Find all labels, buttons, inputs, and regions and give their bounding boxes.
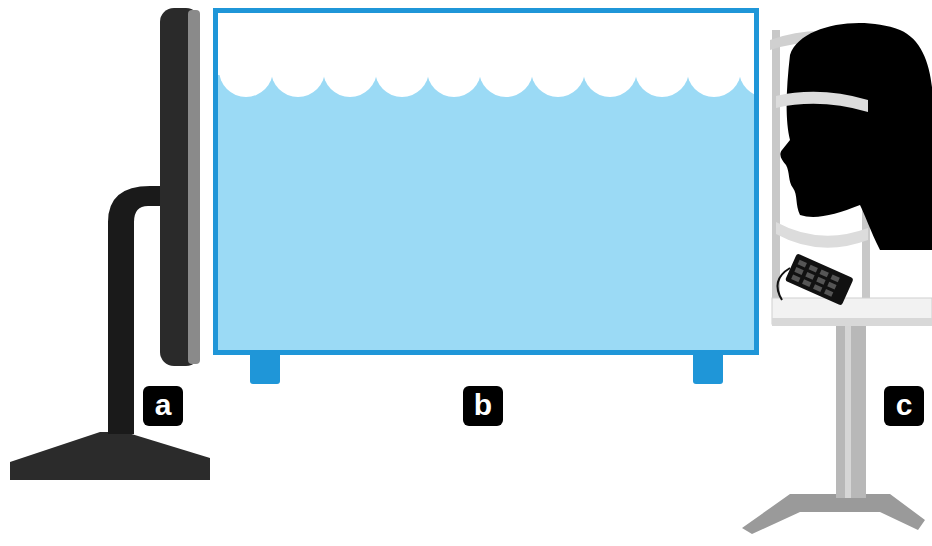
chinrest-column — [836, 326, 866, 498]
callout-letter: c — [884, 386, 924, 426]
tank-outline — [216, 11, 757, 353]
chin-cup — [776, 222, 868, 248]
monitor-screen-edge — [188, 10, 200, 364]
chinrest-pole — [772, 30, 780, 300]
monitor-body — [160, 8, 200, 366]
forehead-rest — [776, 92, 868, 112]
chinrest-base — [742, 494, 925, 534]
water-surface — [218, 13, 754, 97]
head-silhouette — [780, 23, 932, 250]
callout-letter: b — [463, 386, 503, 426]
callout-letter: a — [143, 386, 183, 426]
chinrest — [742, 23, 932, 534]
monitor — [10, 8, 210, 480]
monitor-base — [10, 432, 210, 480]
tank-foot — [250, 350, 280, 384]
tank-foot — [693, 350, 723, 384]
keypad — [785, 253, 854, 306]
water-tank — [216, 11, 794, 385]
water — [218, 13, 754, 350]
